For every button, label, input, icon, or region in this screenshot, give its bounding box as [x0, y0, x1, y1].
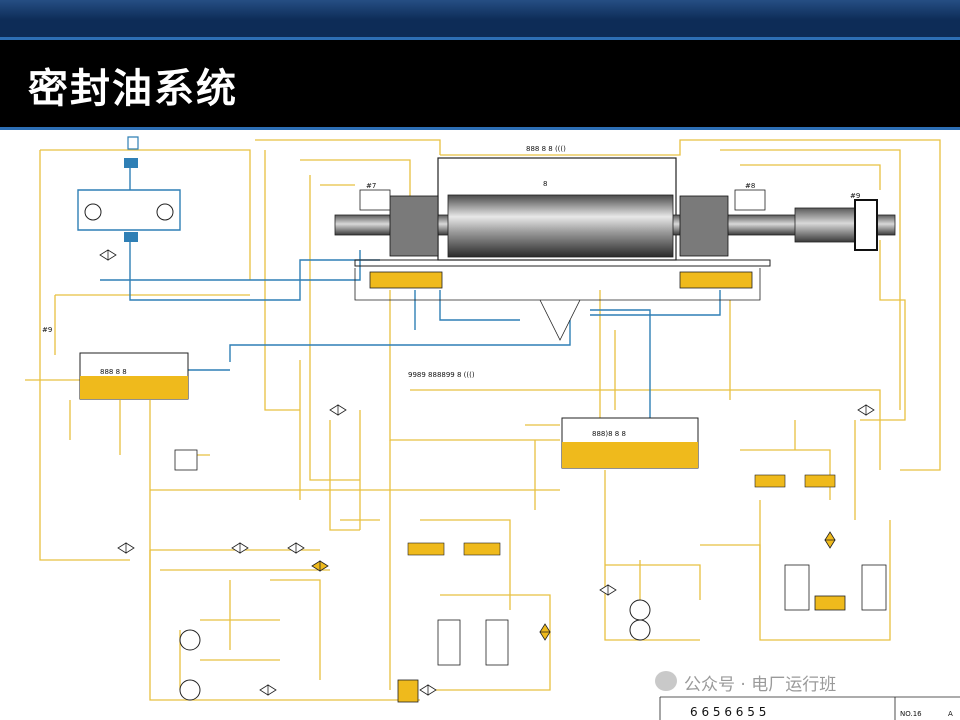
blue-instruments	[124, 136, 139, 242]
drawing-title-block: 6 6 5 6 6 5 5 NO.16 A	[659, 696, 960, 720]
tank-left-label: 888 8 8	[100, 368, 127, 376]
coolers	[397, 564, 887, 703]
seal-oil-system-diagram: #7 #8 #9 #9 8 888 8 8 888)8 8 8 888 8 8 …	[25, 136, 960, 720]
mid-line-label: 9989 888899 8 ((()	[408, 371, 475, 379]
valves	[99, 249, 875, 696]
title-band-bottom-rule	[0, 127, 960, 130]
bearing-label-side: #9	[42, 326, 52, 334]
title-band-top-rule	[0, 37, 960, 40]
wechat-icon	[655, 671, 677, 691]
top-line-label: 888 8 8 ((()	[526, 145, 566, 153]
watermark: 公众号 · 电厂运行班	[684, 675, 837, 695]
bearing-label-left: #7	[366, 182, 376, 190]
bearing-label-far: #9	[850, 192, 860, 200]
bearing-label-right: #8	[745, 182, 755, 190]
generator-rotor	[334, 157, 896, 341]
tank-center-label: 888)8 8 8	[592, 430, 626, 438]
rotor-label: 8	[543, 180, 547, 188]
oil-pipe-network	[25, 139, 941, 701]
top-banner-gloss	[0, 0, 960, 20]
slide-title: 密封油系统	[28, 66, 238, 112]
title-block-no: NO.16	[900, 710, 922, 718]
pumps	[84, 203, 651, 701]
title-block-rev: A	[948, 710, 953, 718]
oil-tanks	[79, 352, 836, 556]
title-block-row: 6 6 5 6 6 5 5	[690, 705, 766, 719]
title-band	[0, 40, 960, 128]
